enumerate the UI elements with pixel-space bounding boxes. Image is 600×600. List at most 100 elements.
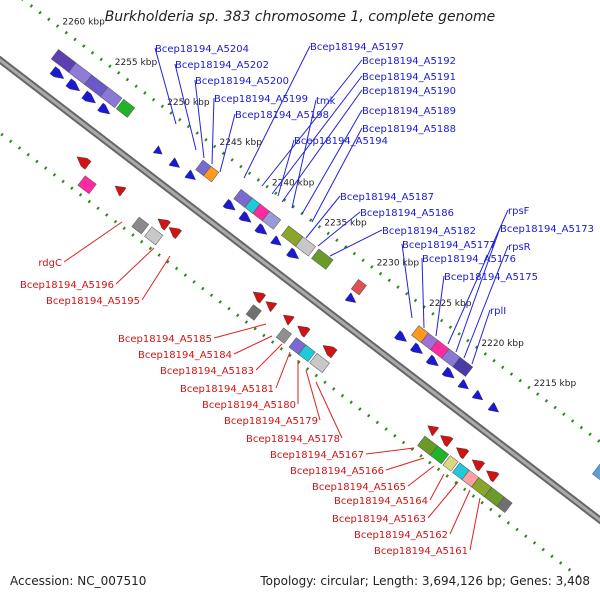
label-leader [291,99,317,209]
reverse-gene-box [131,216,150,235]
label-leader [421,257,425,329]
gene-label: rplI [490,306,506,317]
reverse-gene-arrow [252,291,267,304]
forward-gene-arrow [65,78,81,92]
gene-label: Bcep18194_A5197 [310,42,404,53]
reverse-gene-box [144,226,164,246]
reverse-gene-box [496,496,513,513]
forward-gene-arrow [471,389,484,401]
label-leader [261,59,363,187]
reverse-gene-arrow [168,227,182,239]
gene-label: Bcep18194_A5176 [422,254,516,265]
label-leader [385,457,425,471]
label-leader [243,45,311,179]
gene-label: Bcep18194_A5178 [246,434,340,445]
kbp-label: 2215 kbp [534,379,577,389]
forward-gene-arrow [49,66,65,79]
label-leader [427,481,459,519]
topology-summary: Topology: circular; Length: 3,694,126 bp… [260,574,590,588]
label-leader [305,369,321,421]
forward-gene-arrow [409,342,423,354]
label-leader [63,221,123,263]
forward-gene-arrow [184,169,196,180]
label-leader [435,275,445,337]
backbone [0,58,600,522]
gene-label: Bcep18194_A5167 [270,450,364,461]
reverse-gene-box [77,175,97,195]
forward-gene-arrow [344,292,357,303]
gene-label: Bcep18194_A5195 [46,296,140,307]
label-leader [429,473,445,501]
reverse-gene-arrow [427,425,440,437]
label-leader [317,211,361,247]
forward-gene-arrow [425,354,439,367]
forward-gene-arrow [222,198,236,211]
gene-label: Bcep18194_A5200 [195,76,289,87]
gene-label: tmk [316,96,336,107]
gene-label: Bcep18194_A5163 [332,514,426,525]
gene-label: Bcep18194_A5183 [160,366,254,377]
gene-label: Bcep18194_A5164 [334,496,428,507]
forward-gene-box [100,86,123,108]
gene-label: Bcep18194_A5179 [224,416,318,427]
label-leader [219,113,236,173]
label-leader [401,243,413,319]
kbp-label: 2250 kbp [167,98,210,108]
kbp-label: 2220 kbp [481,339,524,349]
gene-label: Bcep18194_A5173 [500,224,594,235]
reverse-gene-box [298,344,316,363]
label-leader [194,79,205,159]
forward-gene-arrow [254,223,268,235]
label-leader [281,89,363,203]
forward-gene-arrow [441,366,455,379]
kbp-label: 2245 kbp [220,138,263,148]
forward-gene-box [115,98,136,118]
reverse-gene-box [275,327,292,344]
gene-label: Bcep18194_A5188 [362,124,456,135]
forward-gene-box [311,248,334,270]
gene-label: Bcep18194_A5204 [155,44,249,55]
forward-gene-arrow [270,235,282,246]
reverse-gene-arrow [282,314,295,326]
gene-label: Bcep18194_A5190 [362,86,456,97]
gene-label: Bcep18194_A5161 [374,546,468,557]
reverse-gene-arrow [322,345,338,359]
label-leader [301,109,363,215]
forward-gene-box [350,279,367,296]
gene-label: Bcep18194_A5202 [175,60,269,71]
forward-gene-arrow [394,330,407,342]
gene-label: Bcep18194_A5186 [360,208,454,219]
kbp-label: 2260 kbp [62,18,105,28]
label-leader [455,227,501,353]
tick-track-inner [21,0,600,444]
label-leader [407,465,435,487]
gene-label: Bcep18194_A5191 [362,72,456,83]
forward-gene-arrow [457,379,469,390]
gene-label: Bcep18194_A5181 [180,384,274,395]
label-leader [115,247,155,285]
gene-label: Bcep18194_A5177 [402,240,496,251]
gene-label: Bcep18194_A5165 [312,482,406,493]
gene-label: Bcep18194_A5175 [444,272,538,283]
gene-label: Bcep18194_A5182 [382,226,476,237]
forward-gene-box [295,236,316,257]
forward-gene-box [452,356,474,377]
label-leader [271,75,363,195]
forward-gene-box [203,165,220,183]
label-leader [213,323,267,339]
label-leader [315,381,343,439]
forward-gene-arrow [286,247,300,260]
kbp-label: 2255 kbp [115,58,158,68]
forward-gene-arrow [152,145,163,155]
label-leader [233,335,273,355]
reverse-gene-box [245,304,262,321]
forward-gene-arrow [97,102,111,115]
gene-label: Bcep18194_A5187 [340,192,434,203]
forward-gene-box [261,210,282,230]
gene-label: Bcep18194_A5194 [294,136,388,147]
forward-gene-arrow [168,157,181,168]
reverse-gene-arrow [297,325,311,338]
label-leader [211,97,215,165]
label-leader [469,497,481,551]
